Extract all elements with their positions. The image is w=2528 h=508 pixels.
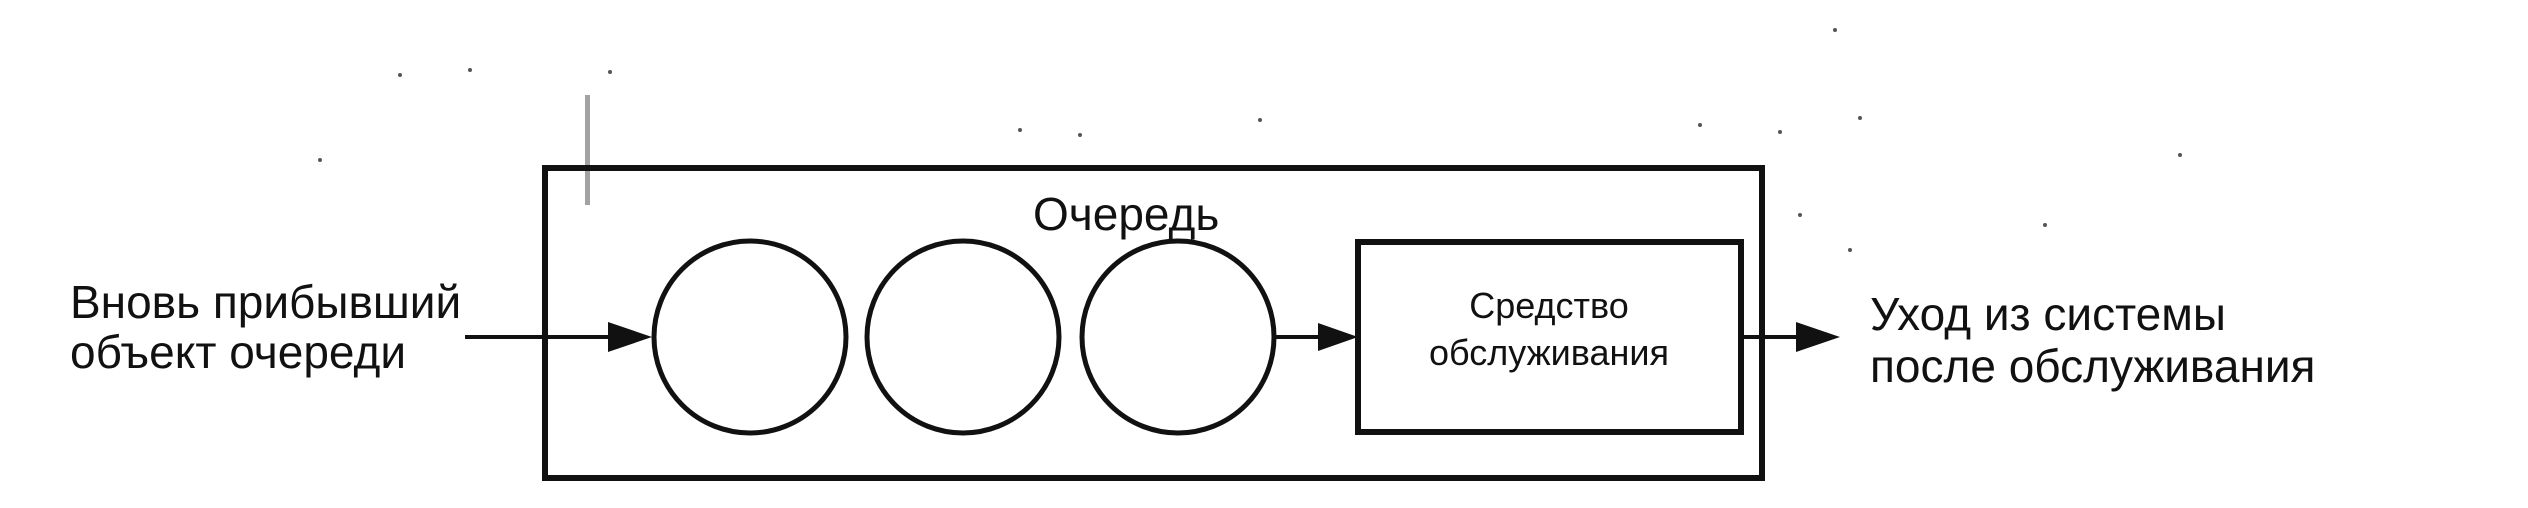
output-label-line2: после обслуживания [1870,340,2315,392]
system-boundary-box [542,165,1765,481]
queue-slot-1 [651,238,849,436]
queue-slots [651,238,1277,436]
output-arrow [1741,322,1840,352]
input-label-line1: Вновь прибывший [70,276,461,328]
queue-to-server-arrow [1274,323,1358,351]
scan-noise [318,28,2182,252]
input-arrow [465,322,652,352]
queue-slot-3 [1079,238,1277,436]
queue-label: Очередь [1033,188,1219,240]
server-label-line1: Средство [1469,285,1629,326]
queue-slot-2 [864,238,1062,436]
input-label-line2: объект очереди [70,326,406,378]
output-label-line1: Уход из системы [1870,288,2226,340]
server-label-line2: обслуживания [1429,332,1669,373]
